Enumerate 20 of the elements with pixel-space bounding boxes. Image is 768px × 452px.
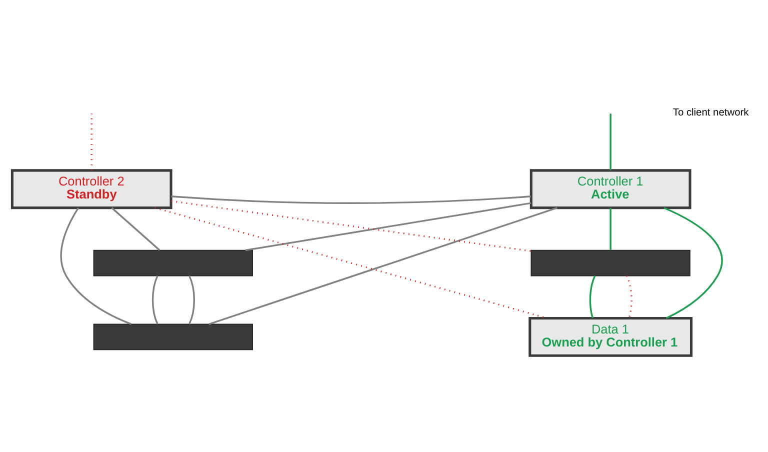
connector	[245, 202, 532, 251]
connector	[188, 274, 196, 324]
connector	[111, 206, 160, 250]
node-box: Data 1 Owned by Controller 1	[528, 316, 693, 356]
node-box	[530, 249, 690, 276]
connector	[589, 274, 596, 318]
connector	[610, 207, 612, 250]
node-box	[93, 249, 253, 276]
connector	[664, 206, 723, 318]
connector	[208, 206, 558, 324]
label: To client network	[672, 106, 749, 118]
node-box	[93, 323, 253, 350]
connector	[171, 200, 532, 252]
connector	[60, 207, 132, 324]
connector	[171, 195, 532, 204]
node-box: Controller 2 Standby	[10, 168, 172, 209]
connector	[610, 113, 612, 170]
connector	[626, 274, 632, 318]
node-box: Controller 1 Active	[530, 168, 692, 209]
connector	[152, 274, 158, 324]
